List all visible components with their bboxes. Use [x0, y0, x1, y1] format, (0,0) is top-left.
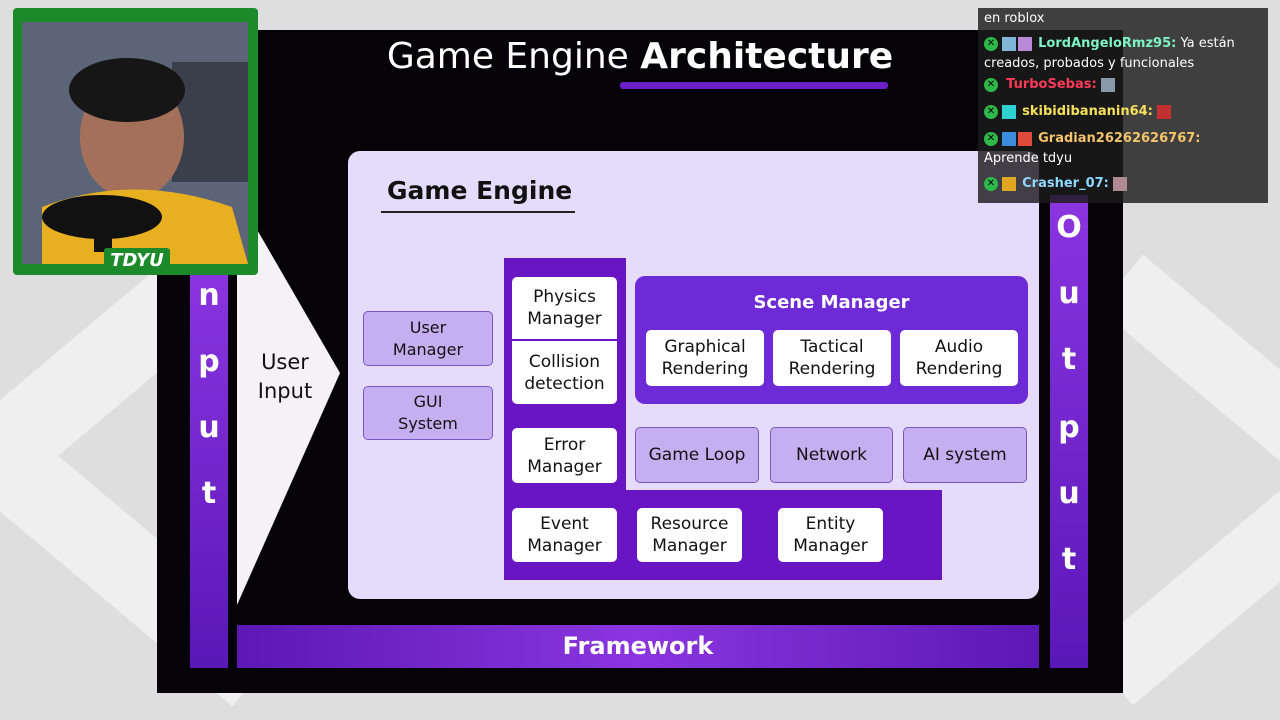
title-bold: Architecture — [640, 36, 894, 77]
gift-emote-icon — [1018, 131, 1032, 146]
box-line: Physics — [533, 287, 596, 307]
chat-message: ✕ LordAngeloRmz95: Ya están — [984, 36, 1235, 51]
moderator-badge-icon: ✕ — [984, 36, 998, 51]
emote-icon — [1157, 104, 1172, 119]
box-line: GUI — [413, 392, 443, 411]
chat-message: ✕ Crasher_07: — [984, 176, 1129, 191]
input-letter: u — [198, 410, 220, 445]
box-line: Manager — [527, 456, 602, 477]
chat-username[interactable]: TurboSebas: — [1006, 77, 1097, 92]
box-line: Event — [540, 514, 589, 534]
emote-icon — [1113, 176, 1128, 191]
chat-username[interactable]: LordAngeloRmz95: — [1038, 36, 1177, 51]
background-stripe — [1097, 254, 1280, 476]
box-line: Tactical — [800, 337, 864, 357]
network-box: Network — [770, 427, 893, 483]
user-input-line: Input — [257, 379, 313, 403]
cube-emote-icon — [1002, 36, 1016, 51]
chat-username[interactable]: Gradian26262626767: — [1038, 131, 1201, 146]
box-line: Entity — [805, 514, 856, 534]
output-bar — [1050, 195, 1088, 668]
box-line: Audio — [934, 337, 984, 357]
box-line: Rendering — [788, 359, 876, 379]
chat-message-continued: Aprende tdyu — [984, 151, 1073, 166]
input-letter: t — [201, 476, 217, 511]
box-line: Manager — [527, 309, 602, 329]
ai-system-box: AI system — [903, 427, 1027, 483]
moderator-badge-icon: ✕ — [984, 104, 998, 119]
game-engine-title: Game Engine — [387, 176, 573, 205]
crown-emote-icon — [1002, 176, 1016, 191]
gift-emote-icon — [1018, 36, 1032, 51]
box-line: Manager — [793, 536, 868, 556]
box-line: Manager — [527, 536, 602, 556]
user-input-label: User Input — [240, 348, 330, 406]
box-line: Rendering — [661, 359, 749, 379]
streamer-figure-icon — [22, 22, 248, 264]
gui-system-box: GUI System — [363, 386, 493, 440]
output-letter: p — [1058, 410, 1080, 445]
box-line: Resource — [650, 514, 729, 534]
input-bar — [190, 270, 228, 668]
box-line: Error — [543, 434, 586, 455]
framework-bar: Framework — [237, 625, 1039, 668]
moderator-badge-icon: ✕ — [984, 176, 998, 191]
chat-username[interactable]: Crasher_07: — [1022, 176, 1109, 191]
box-line: detection — [524, 373, 605, 394]
user-input-arrow — [237, 195, 340, 605]
chat-text: Ya están — [1180, 36, 1235, 51]
box-line: System — [398, 414, 458, 433]
box-line: Manager — [392, 339, 464, 359]
output-letter: t — [1061, 342, 1077, 377]
chat-message: ✕ Gradian26262626767: — [984, 131, 1200, 146]
chat-message: ✕ TurboSebas: — [984, 77, 1117, 92]
input-letter: n — [198, 278, 220, 313]
chat-username[interactable]: skibidibananin64: — [1022, 104, 1153, 119]
webcam-video — [22, 22, 248, 264]
moderator-badge-icon: ✕ — [984, 77, 998, 92]
box-line: Game Loop — [648, 445, 746, 465]
box-line: User — [409, 317, 447, 337]
webcam-name-label: TDYU — [104, 248, 170, 273]
slide-title: Game Engine Architecture — [0, 36, 1280, 77]
game-loop-box: Game Loop — [635, 427, 759, 483]
title-light: Game Engine — [386, 36, 629, 77]
chat-top-text: en roblox — [984, 11, 1045, 26]
hammer-emote-icon — [1002, 131, 1016, 146]
box-line: Graphical — [664, 337, 746, 357]
output-letter: u — [1058, 276, 1080, 311]
box-line: Manager — [652, 536, 727, 556]
badge-emote-icon — [1002, 104, 1016, 119]
chat-message: ✕ skibidibananin64: — [984, 104, 1173, 119]
moderator-badge-icon: ✕ — [984, 131, 998, 146]
input-letter: p — [198, 344, 220, 379]
user-input-line: User — [261, 350, 309, 374]
output-letter: u — [1058, 476, 1080, 511]
scene-manager-title: Scene Manager — [753, 292, 910, 313]
output-letter: t — [1061, 542, 1077, 577]
chat-overlay: en roblox ✕ LordAngeloRmz95: Ya están cr… — [978, 8, 1268, 203]
box-line: Network — [796, 445, 867, 465]
webcam-frame: TDYU — [13, 8, 258, 275]
box-line: AI system — [923, 445, 1007, 465]
box-line: Rendering — [915, 359, 1003, 379]
emote-icon — [1100, 77, 1115, 92]
game-engine-underline — [381, 211, 575, 213]
title-underline — [620, 82, 888, 89]
output-letter: O — [1056, 210, 1082, 245]
chat-message-continued: creados, probados y funcionales — [984, 56, 1195, 71]
box-line: Collision — [528, 351, 601, 372]
